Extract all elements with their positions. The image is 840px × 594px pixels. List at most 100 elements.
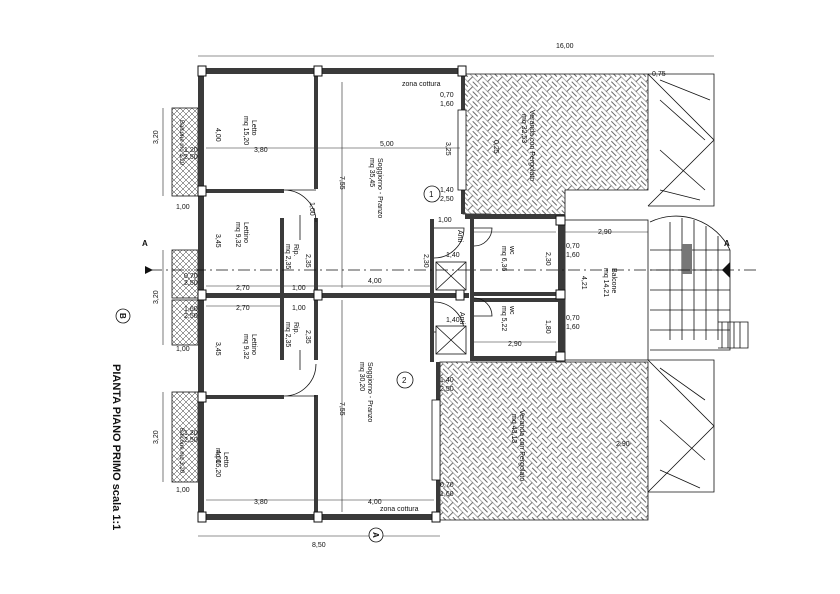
- letto-bottom-area: mq 15,20: [214, 448, 221, 477]
- dim-100-c: 1,00: [176, 204, 190, 211]
- balcone-left-bottom: [171, 391, 199, 483]
- dim-345-a: 3,45: [214, 234, 221, 248]
- lettino-bottom-area: mq 9,32: [242, 334, 249, 359]
- dim-100-a: 1,00: [292, 285, 306, 292]
- veranda-top-name: Veranda con Pergolato: [528, 110, 535, 181]
- dim-250-e: 2,50: [184, 313, 198, 320]
- balcone-right-area: [564, 219, 649, 361]
- dim-100-b: 1,00: [292, 305, 306, 312]
- section-b-marker: [115, 308, 131, 324]
- pergola-roof-lines: [647, 73, 749, 493]
- dim-160-a: 1,60: [440, 101, 454, 108]
- lettino-top-area: mq 9,32: [234, 222, 241, 247]
- dim-421: 4,21: [580, 276, 587, 290]
- dim-070-e: 0,70: [184, 273, 198, 280]
- balcone-left-mid2: [171, 299, 199, 346]
- lettino-top-name: Lettino: [242, 222, 249, 243]
- rip-bottom-name: Rip.: [292, 322, 299, 335]
- wc-top-area: mq 6,36: [500, 246, 507, 271]
- section-a-bottom-label: A: [371, 532, 380, 538]
- dim-320-b: 3,20: [153, 290, 160, 304]
- balcone-right-area: mq 14,21: [602, 268, 609, 297]
- veranda-top-area: mq 32,53: [520, 114, 527, 143]
- dim-250-a: 2,50: [440, 196, 454, 203]
- letto-top-name: Letto: [250, 120, 257, 136]
- zona-cottura-bottom: zona cottura: [380, 506, 419, 513]
- letto-bottom-name: Letto: [222, 452, 229, 468]
- dim-270-b: 2,70: [236, 305, 250, 312]
- soggiorno-bottom-name: Soggiorno - Pranzo: [366, 362, 373, 422]
- dim-160-c: 1,60: [566, 252, 580, 259]
- dim-400-d: 4,00: [214, 450, 221, 464]
- anti-top: Anti: [456, 230, 463, 243]
- veranda-bottom-area: mq 43,13: [510, 414, 517, 443]
- balcone-right-name: Balcone: [610, 268, 617, 293]
- lettino-bottom-name: Lettino: [250, 334, 257, 355]
- soggiorno-top-area: mq 35,45: [368, 158, 375, 187]
- dim-290-b: 2,90: [508, 341, 522, 348]
- plan-title: PIANTA PIANO PRIMO scala 1:1: [110, 364, 122, 530]
- dim-250-b: 2,50: [440, 386, 454, 393]
- wc-bottom-name: wc: [508, 305, 515, 315]
- dim-755-b: 7,55: [338, 402, 345, 416]
- wc-top-name: wc: [508, 245, 515, 255]
- soggiorno-top-name: Soggiorno - Pranzo: [376, 158, 383, 218]
- unit-1-marker: [423, 185, 441, 203]
- section-b-label: B: [118, 313, 127, 319]
- dim-160-b: 1,60: [440, 491, 454, 498]
- section-line-a: [145, 262, 760, 278]
- section-a-marker-bottom: [368, 527, 384, 543]
- dim-270-a: 2,70: [236, 285, 250, 292]
- balcone-left-top-label: Balcone mq 3,20: [178, 120, 184, 166]
- anti-bottom: Anti: [458, 312, 465, 325]
- zona-cottura-top: zona cottura: [402, 81, 441, 88]
- balcone-left-mid: [171, 249, 199, 299]
- windows: [431, 109, 467, 481]
- dim-total: 16,00: [556, 43, 574, 50]
- stair-core: [682, 244, 692, 274]
- dim-755-a: 7,55: [338, 176, 345, 190]
- dim-160-d: 1,60: [566, 324, 580, 331]
- dim-230-b: 2,30: [544, 252, 551, 266]
- dim-290-c: 2,90: [616, 441, 630, 448]
- dim-250-d: 2,50: [184, 280, 198, 287]
- rip-bottom-area: mq 2,35: [284, 322, 291, 347]
- dim-025: 0,25: [492, 140, 499, 154]
- dim-400-b: 4,00: [368, 499, 382, 506]
- dim-180: 1,80: [544, 320, 551, 334]
- dim-250-f: 2,50: [184, 437, 198, 444]
- dim-140-d: 1,40: [440, 377, 454, 384]
- dim-230-a: 2,30: [422, 254, 429, 268]
- dim-140-a: 1,40: [446, 252, 460, 259]
- unit-1-label: 1: [429, 190, 434, 199]
- dim-400-a: 4,00: [368, 278, 382, 285]
- wc-bottom-area: mq 5,22: [500, 306, 507, 331]
- dim-070-b: 0,70: [440, 482, 454, 489]
- dim-070-d: 0,70: [566, 315, 580, 322]
- dim-380-top: 3,80: [254, 147, 268, 154]
- dim-left-partial: 8,50: [312, 542, 326, 549]
- balcone-left-bottom-label: Balcone mq 3,20: [178, 428, 184, 474]
- letto-top-area: mq 15,20: [242, 116, 249, 145]
- dim-100-d: 1,00: [176, 346, 190, 353]
- rip-top-area: mq 2,35: [284, 244, 291, 269]
- dim-160-e: 1,60: [184, 306, 198, 313]
- dim-290-a: 2,90: [598, 229, 612, 236]
- doors: [283, 189, 493, 397]
- dim-235-b: 2,35: [304, 330, 311, 344]
- balcone-left-top: [171, 107, 199, 197]
- dimension-lines: [162, 55, 714, 537]
- dim-140-c: 1,40: [440, 187, 454, 194]
- dim-120-a: 1,20: [184, 147, 198, 154]
- dim-100-g: 1,00: [308, 202, 315, 216]
- dim-380-bottom: 3,80: [254, 499, 268, 506]
- section-a-right-label: A: [724, 239, 730, 248]
- dim-500: 5,00: [380, 141, 394, 148]
- veranda-top-hatch: [462, 73, 649, 219]
- dim-235-a: 2,35: [304, 254, 311, 268]
- dim-075: 0,75: [652, 71, 666, 78]
- dim-320-c: 3,20: [153, 430, 160, 444]
- dim-345-b: 3,45: [214, 342, 221, 356]
- dim-400-c: 4,00: [214, 128, 221, 142]
